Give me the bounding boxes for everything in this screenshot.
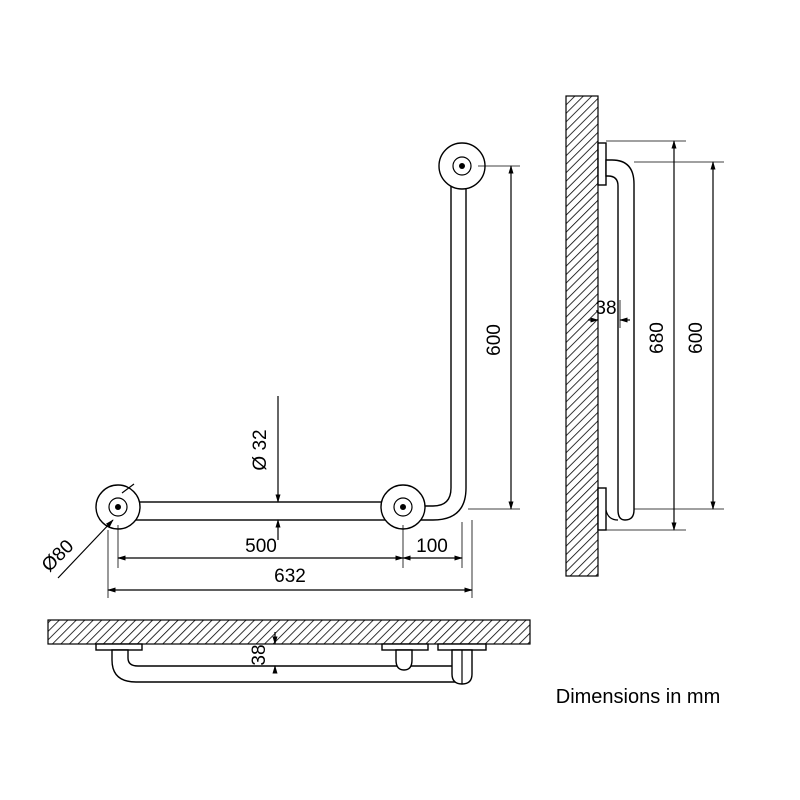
dimension-38-plan: 38	[249, 632, 278, 674]
label-600-side: 600	[686, 322, 707, 354]
plan-post-middle	[395, 649, 413, 671]
dimension-600-front: 600	[468, 165, 520, 510]
caption-units: Dimensions in mm	[556, 686, 720, 708]
label-tube-diameter: Ø 32	[250, 429, 271, 470]
dimension-tube-diameter: Ø 32	[250, 396, 281, 540]
horizontal-bar	[119, 501, 403, 521]
side-tube	[605, 159, 635, 521]
plan-tube	[111, 649, 467, 683]
flange-middle	[380, 484, 426, 530]
label-38-plan: 38	[249, 644, 270, 665]
label-flange-diameter: Ø80	[38, 536, 78, 576]
label-38-side: 38	[595, 298, 616, 319]
vertical-bar	[401, 167, 467, 521]
side-mount-top	[597, 142, 607, 186]
flange-left	[95, 484, 141, 530]
plan-view: 38	[47, 619, 531, 685]
plan-mount-middle	[381, 643, 429, 651]
front-view: 600 Ø 32 Ø80 500 100 632	[38, 142, 520, 598]
dimension-38-side: 38	[588, 298, 630, 328]
side-wall	[565, 95, 599, 577]
dimension-600-side: 600	[634, 161, 724, 510]
plan-mount-left	[95, 643, 143, 651]
side-mount-bottom	[597, 487, 607, 531]
plan-mount-right	[437, 643, 487, 651]
dimension-horizontal: 500 100 632	[107, 520, 473, 598]
label-632: 632	[274, 566, 306, 587]
dimension-680-side: 680	[606, 140, 686, 531]
label-500: 500	[245, 536, 277, 557]
label-680-side: 680	[647, 322, 668, 354]
label-600-front: 600	[484, 324, 505, 356]
plan-wall	[47, 619, 531, 645]
label-100: 100	[416, 536, 448, 557]
side-view: 38 680 600	[565, 95, 724, 577]
